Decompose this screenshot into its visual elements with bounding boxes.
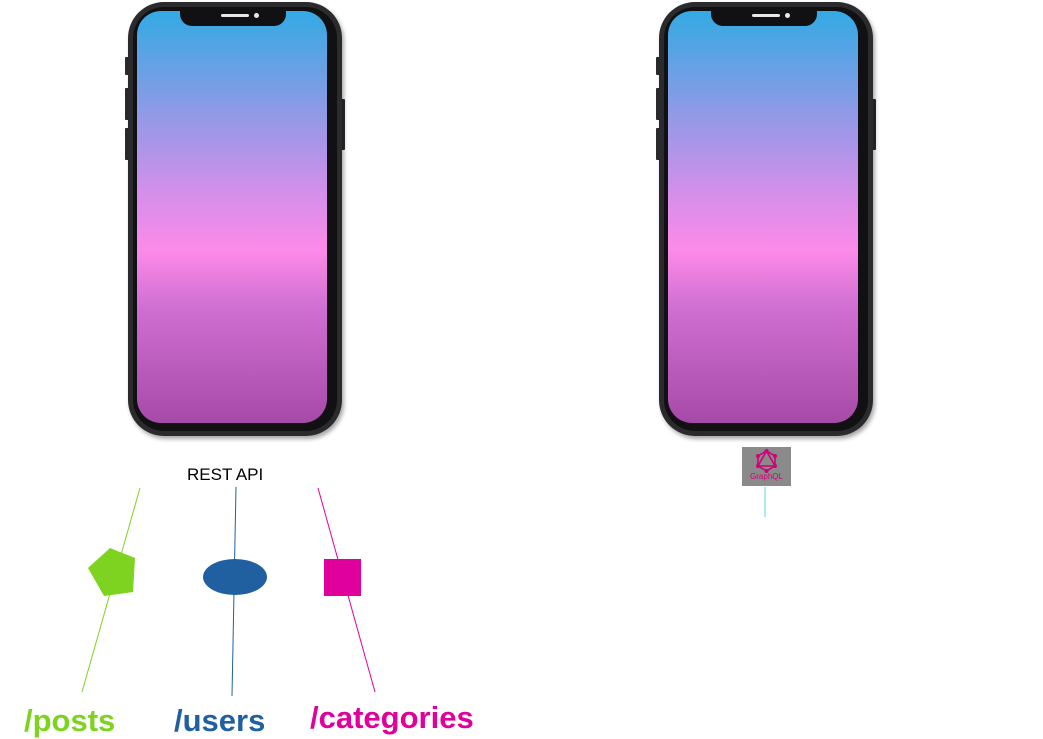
phone-volume-up-button [125, 88, 129, 120]
phone-notch [180, 11, 286, 26]
phone-volume-down-button [656, 128, 660, 160]
phone-mute-switch [125, 57, 129, 75]
categories-square-shape [324, 559, 361, 596]
phone-screen [137, 11, 327, 423]
graphql-logo-text: GraphQL [750, 472, 783, 481]
phone-power-button [341, 99, 345, 150]
phone-mute-switch [656, 57, 660, 75]
endpoint-users-label: /users [174, 703, 266, 738]
rest-api-label: REST API [187, 465, 264, 484]
graphql-logo: GraphQL [742, 447, 791, 486]
phone-speaker [221, 14, 249, 17]
endpoint-posts-label: /posts [24, 703, 116, 738]
phone-power-button [872, 99, 876, 150]
endpoint-categories-label: /categories [310, 700, 474, 735]
phone-camera [785, 13, 790, 18]
phone-volume-down-button [125, 128, 129, 160]
phone-volume-up-button [656, 88, 660, 120]
users-ellipse-shape [203, 559, 267, 595]
phone-speaker [752, 14, 780, 17]
graphql-logo-icon [756, 449, 777, 473]
phone-camera [254, 13, 259, 18]
phone-screen [668, 11, 858, 423]
posts-pentagon-shape [88, 548, 135, 596]
phone-notch [711, 11, 817, 26]
